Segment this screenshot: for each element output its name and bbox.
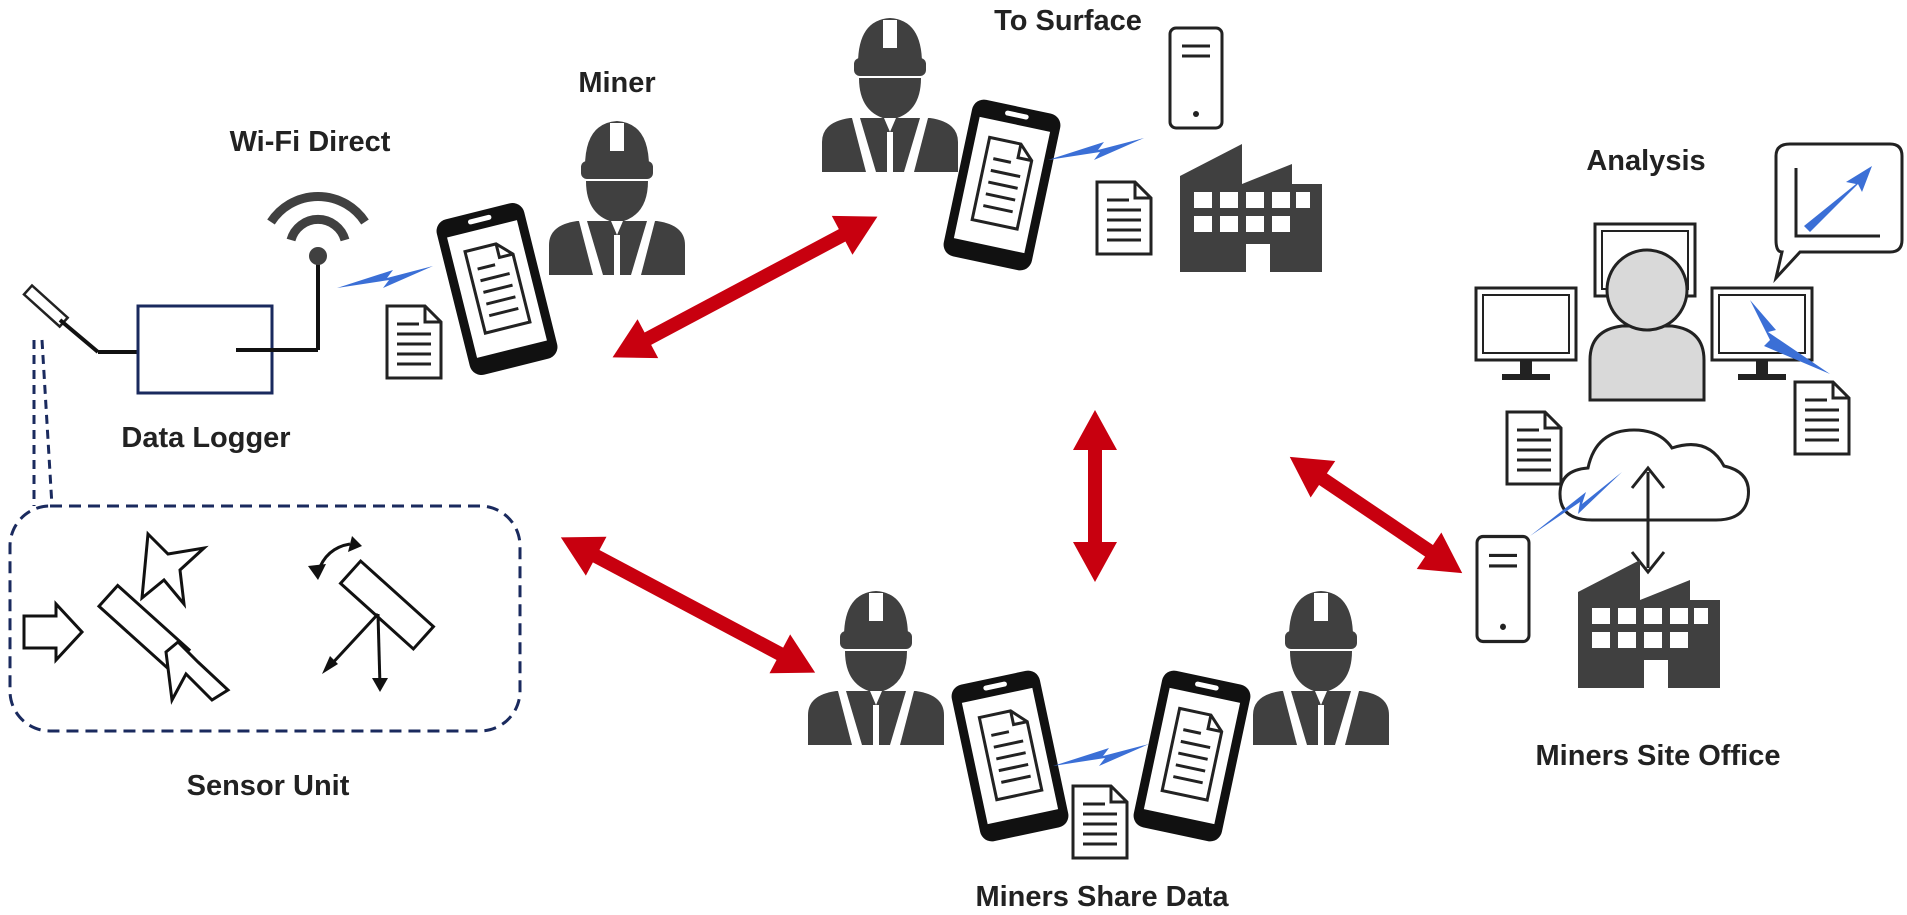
push-arrow-icon (22, 600, 85, 664)
site-office-building-icon (1578, 560, 1720, 688)
wifi-direct-label: Wi-Fi Direct (230, 126, 391, 158)
surface-miner-icon (822, 18, 958, 172)
analysis-monitor-right-icon (1710, 286, 1814, 382)
miners-share-data-label: Miners Share Data (975, 881, 1229, 913)
share-miner-right-icon (1253, 591, 1389, 745)
chart-speech-bubble-icon (1773, 142, 1904, 284)
site-document-icon (1505, 410, 1563, 486)
sensor-unit-box (8, 504, 522, 733)
analysis-monitor-left-icon (1474, 286, 1578, 382)
wifi-icon (267, 191, 369, 265)
share-document-icon (1071, 784, 1129, 860)
site-wireless-icon (1530, 472, 1622, 536)
analysis-label: Analysis (1586, 145, 1705, 177)
arrow-logger-to-share (560, 536, 816, 674)
arrow-surface-to-share (1073, 410, 1117, 582)
miner-icon (549, 121, 685, 275)
surface-phone-icon (939, 95, 1065, 275)
wireless-signal-icon (337, 266, 433, 288)
analyst-icon (1588, 248, 1706, 402)
data-logger-box (136, 262, 320, 395)
document-icon (385, 304, 443, 380)
press-arrow-top-icon (140, 530, 209, 609)
surface-building-icon (1180, 144, 1322, 272)
arrow-logger-to-surface (612, 215, 878, 359)
cloud-icon (1558, 428, 1750, 575)
to-surface-label: To Surface (994, 5, 1142, 37)
share-wireless-icon (1053, 744, 1149, 766)
arrow-share-to-site-office (1289, 456, 1463, 574)
data-logger-label: Data Logger (121, 422, 290, 454)
press-arrow-bottom-icon (164, 639, 231, 705)
share-phone-left-icon (947, 666, 1073, 846)
sensor-probe-icon (22, 283, 138, 354)
miner-label: Miner (578, 67, 655, 99)
analysis-document-icon (1793, 380, 1851, 456)
sensor-callout-line-right (40, 339, 54, 507)
miner-phone-icon (432, 198, 562, 380)
surface-server-icon (1168, 26, 1224, 130)
sensor-unit-label: Sensor Unit (187, 770, 350, 802)
share-phone-right-icon (1129, 666, 1255, 846)
surface-document-icon (1095, 180, 1153, 256)
surface-wireless-icon (1048, 138, 1144, 160)
miners-site-office-label: Miners Site Office (1536, 740, 1781, 772)
site-server-icon (1475, 534, 1531, 644)
share-miner-left-icon (808, 591, 944, 745)
